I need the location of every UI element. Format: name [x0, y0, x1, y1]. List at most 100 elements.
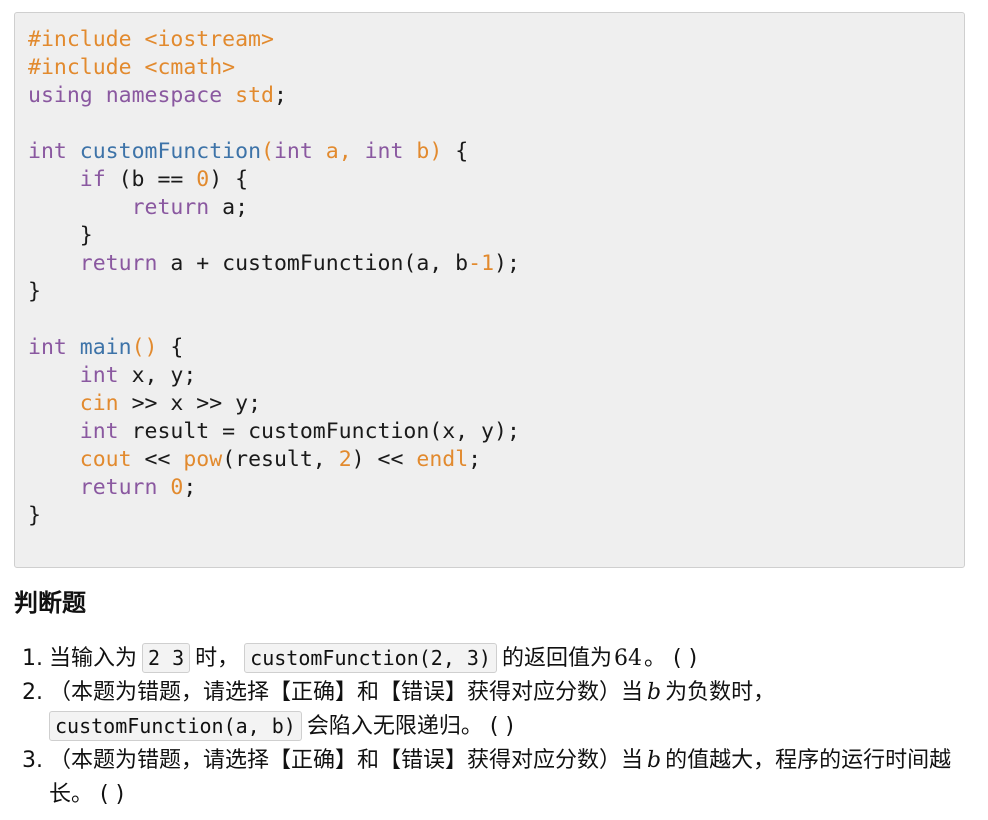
code-token: } [28, 503, 41, 528]
math-value: 64 [614, 646, 642, 671]
question-number: 3. [22, 748, 43, 773]
question-text: （本题为错题，请选择【正确】和【错误】获得对应分数）当 [49, 748, 644, 773]
code-token: endl [416, 447, 469, 472]
code-token: b) [403, 139, 443, 164]
code-line: return a + customFunction(a, b-1); [28, 250, 520, 278]
code-line: int customFunction(int a, int b) { [28, 138, 520, 166]
code-token: if [79, 167, 106, 192]
code-line: ​ [28, 110, 520, 138]
code-token [28, 475, 80, 500]
code-token: { [442, 139, 469, 164]
code-token: a, [312, 139, 365, 164]
code-token: () [131, 335, 158, 360]
code-token: ; [183, 475, 197, 500]
code-token: ) { [209, 167, 249, 192]
section-title: 判断题 [14, 589, 86, 617]
code-token [222, 83, 235, 108]
code-token: } [28, 223, 93, 248]
code-token: int [273, 139, 313, 164]
code-token: cout [79, 447, 132, 472]
question-text: 会陷入无限递归。 ( ) [306, 714, 514, 739]
code-lines: #include <iostream>#include <cmath>using… [28, 26, 520, 530]
question-text: 的返回值为 [501, 646, 612, 671]
code-line: using namespace std; [28, 82, 520, 110]
code-token: #include <iostream> [28, 27, 274, 52]
code-token: result = customFunction(x, y); [118, 419, 520, 444]
code-line: int main() { [28, 334, 520, 362]
code-line: return 0; [28, 474, 520, 502]
code-line: ​ [28, 306, 520, 334]
question-text: 。 ( ) [644, 646, 698, 671]
code-token: int [364, 139, 404, 164]
code-token [157, 475, 170, 500]
code-token: } [28, 279, 41, 304]
question-text: 为负数时， [665, 680, 776, 705]
question-number: 2. [22, 680, 43, 705]
code-token: (result, [222, 447, 339, 472]
code-token [28, 363, 80, 388]
code-token: namespace [105, 83, 223, 108]
code-line: int result = customFunction(x, y); [28, 418, 520, 446]
code-token: return [79, 251, 158, 276]
code-token: 2 [338, 447, 352, 472]
code-token: int [79, 419, 119, 444]
question-number: 1. [22, 646, 43, 671]
code-token: ) << [351, 447, 417, 472]
code-line: } [28, 222, 520, 250]
math-variable: b [647, 680, 662, 705]
code-line: #include <cmath> [28, 54, 520, 82]
code-token: x, y; [118, 363, 197, 388]
code-token [28, 195, 132, 220]
question-text: （本题为错题，请选择【正确】和【错误】获得对应分数）当 [49, 680, 644, 705]
code-token: a; [209, 195, 249, 220]
code-line: return a; [28, 194, 520, 222]
code-token: >> x >> y; [118, 391, 262, 416]
code-token: return [131, 195, 210, 220]
code-token [28, 251, 80, 276]
code-token: using [28, 83, 93, 108]
code-token: int [79, 363, 119, 388]
code-token: ); [494, 251, 520, 276]
code-token: customFunction [79, 139, 262, 164]
question-text: 当输入为 [49, 646, 138, 671]
code-token: 0 [196, 167, 210, 192]
math-variable: b [647, 748, 662, 773]
question-text: 时， [195, 646, 240, 671]
code-token: int [28, 335, 67, 360]
code-line: if (b == 0) { [28, 166, 520, 194]
code-token: a + customFunction(a, b [157, 251, 469, 276]
code-line: #include <iostream> [28, 26, 520, 54]
code-token: cin [79, 391, 119, 416]
code-token [28, 447, 80, 472]
code-token: int [28, 139, 67, 164]
code-token: main [79, 335, 132, 360]
code-token: 0 [170, 475, 184, 500]
code-token [93, 83, 106, 108]
code-token: (b == [105, 167, 197, 192]
code-token: std [235, 83, 274, 108]
question-text: 的值越大，程序的运行时间越长。 ( ) [49, 748, 952, 807]
code-line: } [28, 502, 520, 530]
code-line: cin >> x >> y; [28, 390, 520, 418]
inline-code-input: 2 3 [142, 643, 191, 673]
code-token [67, 139, 80, 164]
inline-code-call: customFunction(a, b) [49, 711, 302, 741]
code-token: return [79, 475, 158, 500]
code-line: } [28, 278, 520, 306]
code-token: #include <cmath> [28, 55, 236, 80]
code-token [67, 335, 80, 360]
code-token: -1 [468, 251, 495, 276]
code-token: ; [273, 83, 287, 108]
code-token: { [157, 335, 184, 360]
code-token: pow [183, 447, 223, 472]
code-token [28, 391, 80, 416]
code-line: int x, y; [28, 362, 520, 390]
code-token: ; [468, 447, 482, 472]
code-token: << [131, 447, 184, 472]
code-line: cout << pow(result, 2) << endl; [28, 446, 520, 474]
code-token: ( [261, 139, 274, 164]
code-block: #include <iostream>#include <cmath>using… [14, 12, 965, 568]
